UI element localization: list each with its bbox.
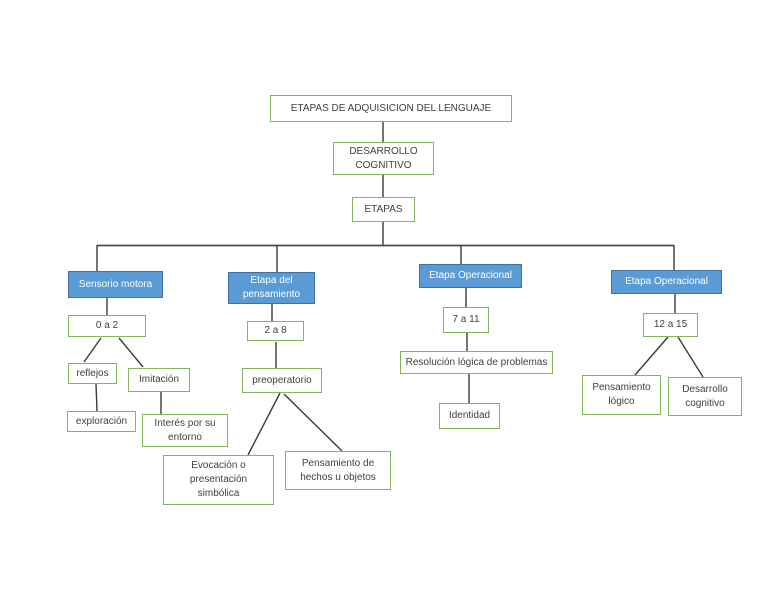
node-desarrollo-cognitivo-leaf: Desarrollo cognitivo — [668, 377, 742, 416]
node-preoperatorio: preoperatorio — [242, 368, 322, 393]
node-etapa-operacional-1-header: Etapa Operacional — [419, 264, 522, 288]
connector-b4-age-desarrollo — [677, 336, 704, 378]
node-evocacion-presentacion-simbolica: Evocación o presentación simbólica — [163, 455, 274, 505]
node-age-0-a-2: 0 a 2 — [68, 315, 146, 337]
node-identidad: Identidad — [439, 403, 500, 429]
node-desarrollo-cognitivo: DESARROLLO COGNITIVO — [333, 142, 434, 175]
node-imitacion: Imitación — [128, 368, 190, 392]
connector-b2-preop-evocacion — [247, 392, 281, 456]
node-etapas: ETAPAS — [352, 197, 415, 222]
node-exploracion: exploración — [67, 411, 136, 432]
node-age-7-a-11: 7 a 11 — [443, 307, 489, 333]
connector-b2-preop-pensamiento — [283, 393, 343, 452]
node-title: ETAPAS DE ADQUISICION DEL LENGUAJE — [270, 95, 512, 122]
node-etapa-del-pensamiento-header: Etapa del pensamiento — [228, 272, 315, 304]
node-pensamiento-logico: Pensamiento lógico — [582, 375, 661, 415]
connector-b1-age-imitacion — [118, 337, 144, 368]
node-interes-por-su-entorno: Interés por su entorno — [142, 414, 228, 447]
node-age-12-a-15: 12 a 15 — [643, 313, 698, 337]
node-reflejos: reflejos — [68, 363, 117, 384]
node-age-2-a-8: 2 a 8 — [247, 321, 304, 341]
node-sensorio-motora-header: Sensorio motora — [68, 271, 163, 298]
connector-b1-age-reflejos — [83, 337, 102, 363]
node-pensamiento-de-hechos-u-objetos: Pensamiento de hechos u objetos — [285, 451, 391, 490]
node-resolucion-logica-de-problemas: Resolución lógica de problemas — [400, 351, 553, 374]
connector-b4-age-pensamiento — [634, 336, 669, 376]
connector-b1-reflejos-exploracion — [95, 383, 98, 412]
node-etapa-operacional-2-header: Etapa Operacional — [611, 270, 722, 294]
